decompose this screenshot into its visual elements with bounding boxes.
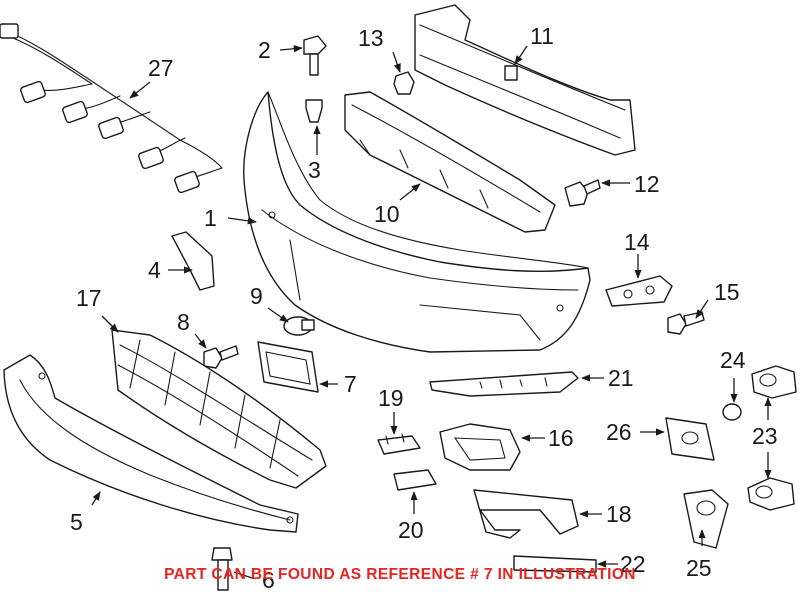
part-8-bolt	[203, 345, 239, 369]
callout-12: 12	[634, 171, 660, 197]
part-11-impact-bar	[414, 4, 636, 156]
callout-leaders	[91, 45, 772, 579]
callout-labels: 1 2 3 4 5 6 7 8 9 10 11 12 13 14 15 16 1…	[70, 23, 778, 592]
callout-11: 11	[530, 23, 554, 49]
callout-18: 18	[606, 501, 632, 527]
part-9-rivet	[283, 316, 315, 336]
callout-21: 21	[608, 365, 634, 391]
part-25-sensor-holder	[683, 489, 729, 549]
callout-7: 7	[344, 371, 357, 397]
part-13-nut	[393, 71, 415, 95]
callout-14: 14	[624, 229, 650, 255]
part-23-park-sensor-upper	[751, 365, 797, 399]
part-26-sensor-bracket	[665, 417, 715, 461]
callout-3: 3	[308, 157, 321, 183]
callout-22: 22	[620, 551, 646, 577]
callout-23: 23	[752, 423, 778, 449]
part-24-grommet	[722, 403, 742, 421]
part-23-park-sensor-lower	[747, 477, 795, 511]
callout-4: 4	[148, 257, 161, 283]
part-17-lower-grille	[111, 329, 327, 489]
reference-note: PART CAN BE FOUND AS REFERENCE # 7 IN IL…	[164, 566, 636, 583]
callout-6: 6	[262, 567, 275, 592]
callout-27: 27	[148, 55, 174, 81]
callout-2: 2	[258, 37, 271, 63]
callout-8: 8	[177, 309, 190, 335]
part-20-bracket	[393, 469, 437, 491]
part-5-lower-valance	[3, 354, 299, 533]
part-10-energy-absorber	[344, 91, 556, 233]
part-16-fog-light-trim	[439, 423, 521, 471]
part-4-tow-hook-cover	[171, 231, 215, 291]
callout-15: 15	[714, 279, 740, 305]
callout-17: 17	[76, 285, 102, 311]
callout-20: 20	[398, 517, 424, 543]
callout-24: 24	[720, 347, 746, 373]
part-12-bolt	[564, 179, 601, 207]
part-22-strip	[513, 555, 597, 573]
part-19-bracket	[377, 433, 421, 455]
part-14-sensor-cover	[605, 275, 673, 307]
callout-16: 16	[548, 425, 574, 451]
callout-1: 1	[204, 205, 217, 231]
part-27-wiring-harness	[0, 23, 223, 194]
callout-5: 5	[70, 509, 83, 535]
callout-19: 19	[378, 385, 404, 411]
callout-25: 25	[686, 555, 712, 581]
part-6-bolt	[211, 547, 233, 591]
callout-10: 10	[374, 201, 400, 227]
callout-13: 13	[358, 25, 384, 51]
part-15-bolt	[667, 311, 705, 335]
callout-9: 9	[250, 283, 263, 309]
part-2-bolt	[303, 35, 327, 76]
part-7-license-plate-bracket	[257, 341, 319, 393]
part-3-clip	[305, 99, 323, 123]
callout-26: 26	[606, 419, 632, 445]
part-18-trim	[473, 489, 579, 539]
part-21-molding	[429, 371, 579, 397]
